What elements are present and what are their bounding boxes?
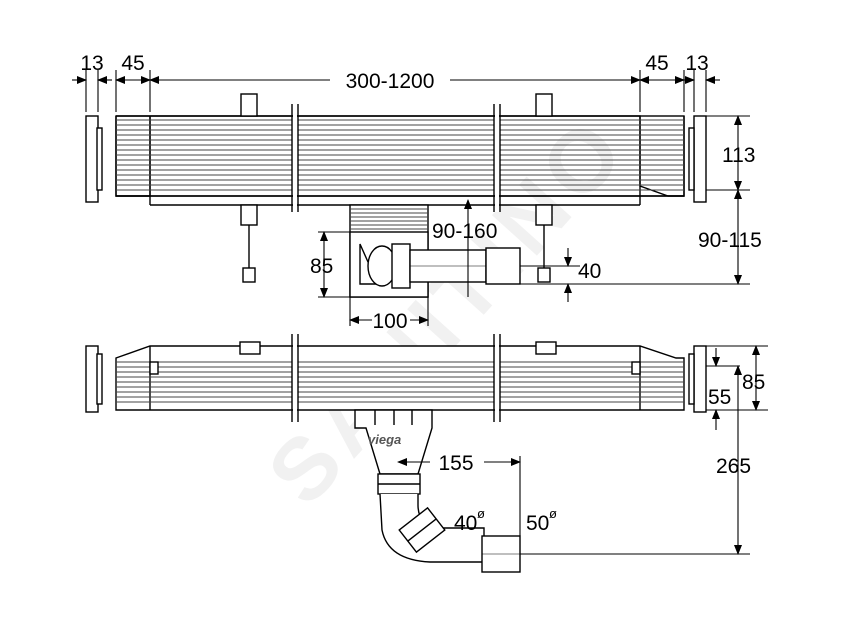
dim-height: 113 (722, 144, 755, 167)
bottom-bracket-right (535, 341, 557, 355)
bottom-left-flange (85, 345, 99, 413)
dim-left-flange: 13 (80, 52, 103, 75)
top-right-flange (693, 115, 707, 203)
dim-outlet-width: 100 (372, 310, 407, 333)
dim-outer-height: 85 (742, 371, 765, 394)
dim-height-range: 90-115 (698, 229, 762, 252)
top-right-flange-slot (688, 127, 695, 191)
dim-outlet-range: 90-160 (432, 220, 497, 243)
top-bracket-left-upper (240, 93, 258, 117)
top-labels: 13 45 300-1200 45 13 113 90-115 85 90-16… (80, 52, 762, 333)
dim-left-offset: 45 (121, 52, 144, 75)
dim-diameter-large: 50 (526, 512, 549, 535)
top-foot-right (535, 204, 553, 283)
dim-diameter-small-symbol: ø (477, 506, 485, 521)
bottom-right-flange (693, 345, 707, 413)
bottom-channel-body (115, 345, 685, 411)
dim-diameter-large-symbol: ø (549, 506, 557, 521)
bottom-siphon-nut (398, 506, 446, 554)
dim-right-offset: 45 (645, 52, 668, 75)
bottom-channel-grating (116, 361, 684, 403)
top-outlet-coupling (391, 243, 411, 289)
dim-outlet-height: 85 (310, 255, 333, 278)
bottom-bracket-left (239, 341, 261, 355)
top-bracket-right-upper (535, 93, 553, 117)
top-outlet-pipe-end (485, 247, 521, 285)
top-left-flange (85, 115, 99, 203)
dim-right-flange: 13 (685, 52, 708, 75)
dim-length-range: 300-1200 (346, 70, 435, 93)
top-foot-left (240, 204, 258, 283)
dim-horizontal-offset: 155 (438, 452, 473, 475)
top-dimensions (72, 70, 750, 326)
bottom-dimensions (397, 345, 768, 555)
top-view (85, 93, 707, 298)
dim-total-drop: 265 (716, 455, 751, 478)
bottom-labels: 55 85 265 155 40 ø 50 ø (438, 371, 765, 535)
bottom-view (85, 334, 707, 573)
top-break-left (291, 104, 299, 212)
top-outlet-grating (350, 208, 428, 230)
dim-diameter-small: 40 (454, 512, 477, 535)
top-left-flange-slot (96, 127, 103, 191)
dim-inner-height: 55 (708, 386, 731, 409)
top-channel-grating (116, 119, 684, 191)
brand-logo: viega (368, 432, 401, 447)
dim-outlet-drop: 40 (578, 260, 601, 283)
top-break-right (493, 104, 501, 212)
